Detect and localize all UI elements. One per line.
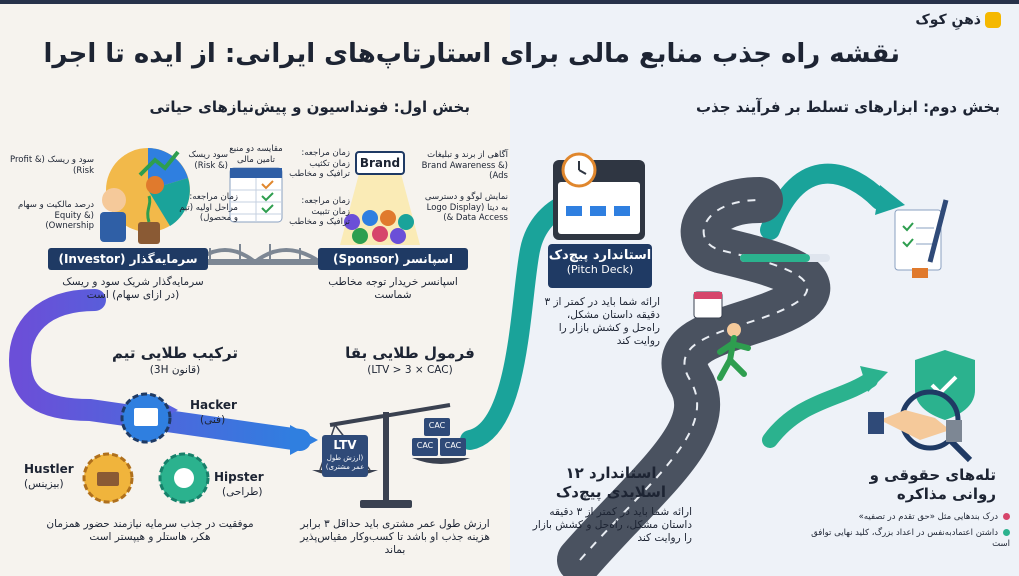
slides-desc: ارائه شما باید در کمتر از ۳ دقیقه داستان… [532, 506, 692, 545]
formula-title: فرمول طلایی بقا [345, 344, 475, 362]
note-equity: درصد مالکیت و سهام (Equity & Ownership) [17, 200, 94, 232]
bulb-icon [985, 12, 1001, 28]
note-investor-time: زمان مراجعه: مراحل اولیه (تیم و محصول) [179, 192, 238, 224]
legal-bullet-1-text: درک بندهایی مثل «حق تقدم در تصفیه» [858, 512, 998, 522]
brand-sign: Brand [359, 156, 401, 170]
right-panel [510, 0, 1019, 576]
top-border [0, 0, 1019, 4]
note-profit-risk-2: سود ریسک (& Risk) [188, 150, 228, 171]
pitch-deck-subtitle: (Pitch Deck) [566, 263, 634, 276]
formula-subtitle: (LTV > 3 × CAC) [367, 364, 453, 376]
hustler-fa: (بیزینس) [24, 478, 64, 490]
note-sponsor-time-bottom: زمان مراجعه: زمان تثبیت ترافیک و مخاطب [289, 196, 350, 228]
hipster-fa: (طراحی) [222, 486, 263, 498]
formula-desc: ارزش طول عمر مشتری باید حداقل ۳ برابر هز… [300, 518, 490, 557]
compare-caption: مقایسه دو منبع تامین مالی [229, 144, 283, 165]
ltv-label: LTV [333, 438, 357, 452]
team-desc: موفقیت در جذب سرمایه نیازمند حضور همزمان… [46, 518, 254, 544]
pitch-deck-title: استاندارد پیچ‌دک [548, 248, 652, 263]
investor-label: سرمایه‌گذار (Investor) [48, 248, 208, 270]
pitch-deck-label: استاندارد پیچ‌دک (Pitch Deck) [548, 244, 652, 288]
logo-text: ذهنِ کوک [915, 12, 981, 28]
team-subtitle: (قانون 3H) [149, 364, 201, 376]
note-profit-risk: سود و ریسک (Profit & Risk) [9, 155, 94, 176]
note-sponsor-time-top: زمان مراجعه: زمان تکثیب ترافیک و مخاطب [289, 148, 350, 180]
flow-arrow-left [8, 289, 470, 455]
sponsor-desc: اسپانسر خریدار توجه مخاطب شماست [328, 276, 458, 302]
cac-block-1: CAC [428, 421, 446, 430]
contract-document [894, 199, 949, 278]
brand-logo: ذهنِ کوک [915, 12, 1001, 28]
legal-title: تله‌های حقوقی و روانی مذاکره [869, 466, 996, 503]
handshake-shield [868, 350, 975, 463]
legal-bullet-2: داشتن اعتمادبه‌نفس در اعداد بزرگ، کلید ن… [800, 528, 1010, 549]
investor-illustration [100, 148, 190, 244]
calendar-runner [693, 291, 751, 381]
hustler-label: Hustler [24, 462, 74, 476]
ltv-fa: (ارزش طول عمر مشتری) [325, 454, 365, 471]
note-brand-awareness: آگاهی از برند و تبلیغات (Brand Awareness… [421, 150, 508, 182]
note-data-access: نمایش لوگو و دسترسی به دیتا (Logo Displa… [424, 192, 508, 224]
legal-bullet-1: درک بندهایی مثل «حق تقدم در تصفیه» [800, 512, 1010, 523]
cac-block-2: CAC [416, 441, 434, 450]
bullet-dot-red [1003, 513, 1010, 520]
legal-bullet-2-text: داشتن اعتمادبه‌نفس در اعداد بزرگ، کلید ن… [811, 528, 1010, 549]
bridge [190, 244, 330, 265]
balance-scale [312, 403, 470, 508]
hacker-label: Hacker [190, 398, 237, 412]
slides-title: استاندارد ۱۲ اسلایدی پیچ‌دک [555, 464, 667, 501]
part1-heading: بخش اول: فونداسیون و پیش‌نیازهای حیاتی [149, 98, 470, 116]
hacker-fa: (فنی) [200, 414, 226, 426]
road [557, 177, 830, 576]
part2-heading: بخش دوم: ابزارهای تسلط بر فرآیند جذب [696, 98, 1000, 116]
hipster-label: Hipster [214, 470, 264, 484]
cac-block-3: CAC [444, 441, 462, 450]
pitch-deck-screen [553, 152, 645, 240]
team-gears [82, 392, 210, 504]
investor-desc: سرمایه‌گذار شریک سود و ریسک (در ازای سها… [62, 276, 204, 302]
page-title: نقشه راه جذب منابع مالی برای استارتاپ‌ها… [43, 39, 901, 69]
bullet-dot-green [1003, 529, 1010, 536]
team-title: ترکیب طلایی تیم [112, 344, 238, 362]
sponsor-label: اسپانسر (Sponsor) [318, 248, 468, 270]
progress-bar [740, 254, 830, 262]
compare-table [229, 167, 283, 223]
pitch-deck-desc: ارائه شما باید در کمتر از ۳ دقیقه داستان… [544, 296, 660, 348]
sponsor-illustration [340, 151, 420, 245]
